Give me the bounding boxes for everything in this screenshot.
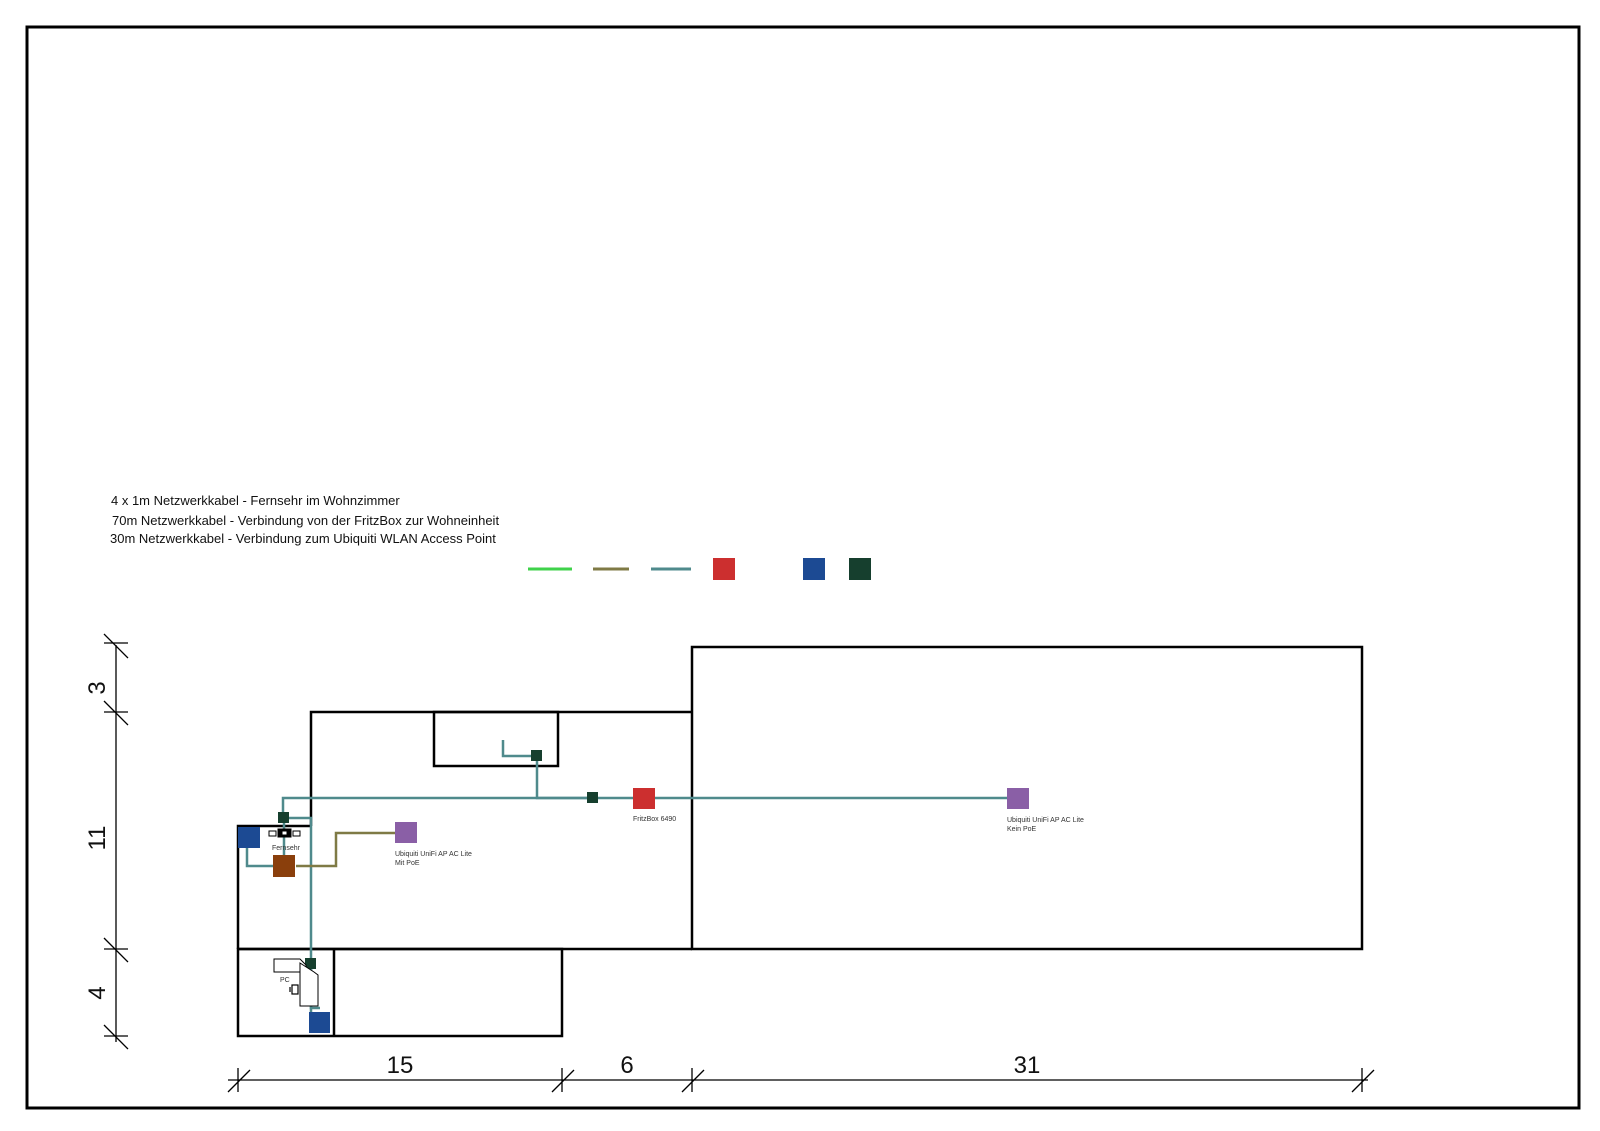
- room-bottom-left: [236, 947, 564, 1038]
- access-point-nopoe[interactable]: [1007, 788, 1029, 809]
- cables: [245, 740, 1018, 1022]
- vertical-dimension: [103, 633, 129, 1050]
- cable-olive-to-ap: [296, 831, 395, 868]
- dimension-horizontal-31: 31: [1014, 1052, 1041, 1079]
- room-small-alcove: [432, 710, 560, 768]
- tv-icon: [268, 828, 301, 838]
- room-left-outline: [236, 824, 311, 949]
- legend-line-1: 4 x 1m Netzwerkkabel - Fernsehr im Wohnz…: [111, 493, 400, 508]
- horizontal-dimension: [227, 1068, 1375, 1093]
- legend-line-2: 70m Netzwerkkabel - Verbindung von der F…: [112, 513, 499, 528]
- junction-main[interactable]: [587, 792, 598, 803]
- legend-line-3: 30m Netzwerkkabel - Verbindung zum Ubiqu…: [110, 531, 496, 546]
- pc-desk-icon: [273, 958, 319, 1007]
- dimension-horizontal-6: 6: [620, 1052, 633, 1079]
- access-point-nopoe-label-2: Kein PoE: [1007, 826, 1037, 833]
- legend-swatch-darkgreen-square: [849, 558, 871, 580]
- junction-alcove[interactable]: [531, 750, 542, 761]
- access-point-nopoe-label-1: Ubiquiti UniFi AP AC Lite: [1007, 817, 1084, 824]
- cable-teal-main: [281, 796, 1018, 818]
- fritzbox-device[interactable]: [633, 788, 655, 809]
- legend-swatches: [528, 558, 871, 580]
- tv-switch-box[interactable]: [273, 855, 295, 877]
- junction-pc[interactable]: [305, 958, 316, 969]
- drawing-frame: [25, 25, 1581, 1110]
- dimension-vertical-3: 3: [84, 681, 111, 694]
- pc-label: PC: [280, 977, 290, 984]
- socket-tv-room[interactable]: [238, 827, 260, 848]
- tv-label: Fernsehr: [272, 845, 301, 852]
- access-point-poe-label-1: Ubiquiti UniFi AP AC Lite: [395, 851, 472, 858]
- legend-swatch-blue-square: [803, 558, 825, 580]
- junction-tv[interactable]: [278, 812, 289, 823]
- legend-swatch-red-square: [713, 558, 735, 580]
- fritzbox-label: FritzBox 6490: [633, 816, 676, 823]
- room-middle-outline: [309, 710, 692, 826]
- cable-teal-alcove: [501, 740, 593, 800]
- pc-chair-icon: [289, 984, 299, 995]
- access-point-poe[interactable]: [395, 822, 417, 843]
- socket-pc-room[interactable]: [309, 1012, 330, 1033]
- dimension-vertical-4: 4: [84, 986, 111, 999]
- cable-teal-to-pc: [283, 816, 313, 1022]
- dimension-horizontal-15: 15: [387, 1052, 414, 1079]
- dimension-vertical-11: 11: [84, 826, 111, 851]
- access-point-poe-label-2: Mit PoE: [395, 860, 420, 867]
